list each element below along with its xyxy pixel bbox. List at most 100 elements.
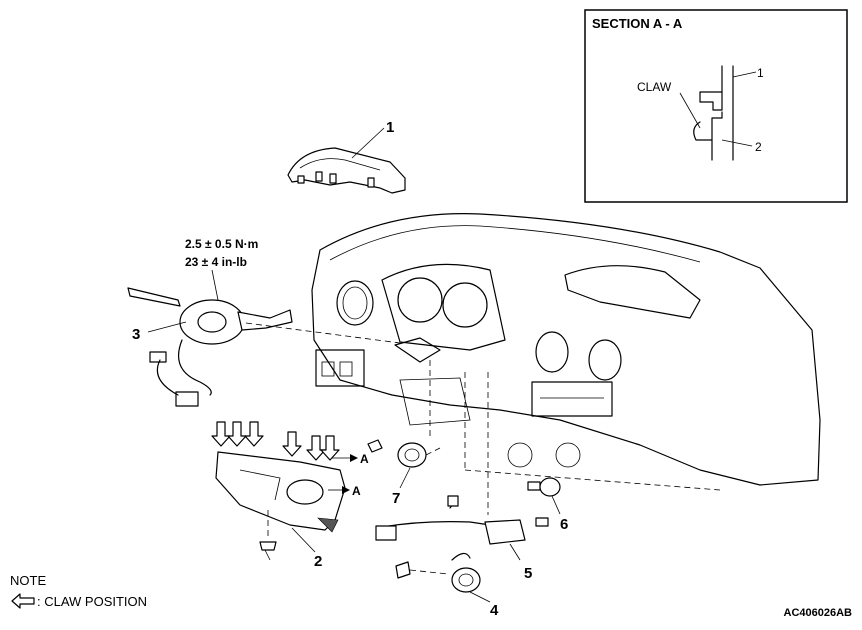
section-a-arrowhead-icon: [350, 454, 358, 462]
claw-arrow-icon: [320, 435, 340, 461]
callout-leader-6: [551, 495, 561, 515]
ignition-body: [484, 519, 526, 545]
section-inset-frame: [584, 9, 848, 203]
upper-cover-ridge: [299, 158, 381, 171]
callout-leader-4: [469, 591, 491, 603]
callout-5: 5: [524, 565, 532, 582]
left-stalk: [127, 287, 181, 307]
switch-screw: [367, 439, 383, 453]
center-vent-right: [588, 339, 622, 381]
upper-cover-tab: [329, 173, 337, 184]
left-air-vent-inner: [342, 286, 368, 320]
tachometer: [397, 277, 443, 323]
clock-spring-body: [179, 299, 245, 345]
instrument-panel: [311, 213, 821, 515]
panel-switch: [339, 361, 353, 377]
lower-cover-screw: [259, 541, 277, 551]
center-display: [564, 265, 701, 319]
section-leader-1: [732, 71, 757, 78]
switch-install-line: [425, 447, 441, 456]
heater-knob: [507, 442, 533, 468]
ignition-switch: 5: [375, 495, 549, 582]
claw-label: CLAW: [637, 80, 672, 94]
claw-arrow-icon: [227, 421, 247, 447]
harness-clip-end: [447, 495, 459, 507]
figure-code: AC406026AB: [784, 607, 853, 619]
upper-cover-tab: [315, 171, 323, 182]
combination-switch: 3: [127, 287, 401, 407]
coil-ring: [451, 567, 481, 593]
upper-cover-profile: [699, 65, 723, 111]
upper-cover-tab: [297, 175, 305, 184]
section-a-upper: A: [360, 452, 369, 466]
callout-7: 7: [392, 490, 400, 507]
claw-hook: [693, 121, 713, 141]
torque-spec: 2.5 ± 0.5 N·m 23 ± 4 in-lb: [185, 237, 258, 301]
panel-switch: [321, 361, 335, 377]
callout-leader-5: [509, 543, 521, 561]
callout-leader-7: [399, 467, 411, 489]
section-inset: SECTION A - A CLAW 1 2: [584, 9, 848, 203]
audio-unit: [531, 381, 613, 417]
switch-install-line: [245, 322, 401, 344]
lower-column-cover: 2: [215, 451, 346, 570]
coil-ring-inner: [458, 573, 474, 587]
ignition-connector: [375, 525, 397, 541]
claw-leader-line: [679, 92, 701, 129]
lower-cover-ridge: [239, 469, 281, 501]
claw-arrow-icon: [244, 421, 264, 447]
immobilizer-coil: 4: [395, 552, 499, 619]
switch-body: [397, 442, 427, 468]
lower-cover-tab: [317, 517, 339, 533]
key-reminder-switch: 7: [367, 439, 441, 507]
panel-top-edge: [329, 225, 701, 263]
callout-leader-2: [291, 527, 316, 553]
column-shaft: [394, 337, 441, 363]
coil-lead: [451, 552, 471, 561]
ignition-screw: [535, 517, 549, 527]
section-part-2: 2: [755, 140, 762, 154]
claw-arrow-icon: [282, 431, 302, 457]
section-a-arrowhead-icon: [342, 486, 350, 494]
callout-leader-1: [351, 127, 385, 159]
install-line: [464, 469, 721, 491]
section-a-lower: A: [352, 484, 361, 498]
torque-metric: 2.5 ± 0.5 N·m: [185, 237, 258, 251]
callout-leader-3: [147, 321, 187, 333]
heater-knob: [555, 442, 581, 468]
clock-spring-hub: [197, 311, 227, 333]
callout-6: 6: [560, 516, 568, 533]
callout-2: 2: [314, 553, 322, 570]
coil-install-line: [409, 569, 449, 575]
cylinder-pin: [527, 481, 541, 491]
torque-imperial: 23 ± 4 in-lb: [185, 255, 247, 269]
switch-panel: [315, 349, 365, 387]
callout-4: 4: [490, 602, 499, 619]
key-cylinder: 6: [527, 477, 568, 533]
left-air-vent: [336, 280, 374, 326]
switch-harness: [178, 339, 212, 396]
section-leader-2: [721, 139, 753, 147]
upper-column-cover: 1: [287, 119, 406, 194]
callout-3: 3: [132, 326, 140, 343]
claw-position-arrows: A A: [211, 421, 369, 498]
switch-wire: [156, 359, 179, 396]
speedometer: [442, 282, 488, 328]
claw-arrow-icon: [211, 421, 231, 447]
switch-face: [404, 448, 420, 462]
switch-connector: [149, 351, 167, 363]
claw-arrow-icon: [306, 435, 326, 461]
screw-shank: [264, 549, 271, 561]
note-legend-text: : CLAW POSITION: [37, 594, 147, 609]
lower-cover-body: [215, 451, 346, 531]
switch-connector: [175, 391, 199, 407]
claw-position-arrow-icon: [11, 593, 35, 609]
meter-hood: [381, 263, 506, 351]
cylinder-face: [539, 477, 561, 497]
right-stalk: [237, 309, 293, 331]
steering-column-opening: [399, 377, 471, 426]
section-part-1: 1: [757, 66, 764, 80]
panel-outline: [311, 213, 821, 486]
lower-cover-profile: [711, 111, 723, 161]
